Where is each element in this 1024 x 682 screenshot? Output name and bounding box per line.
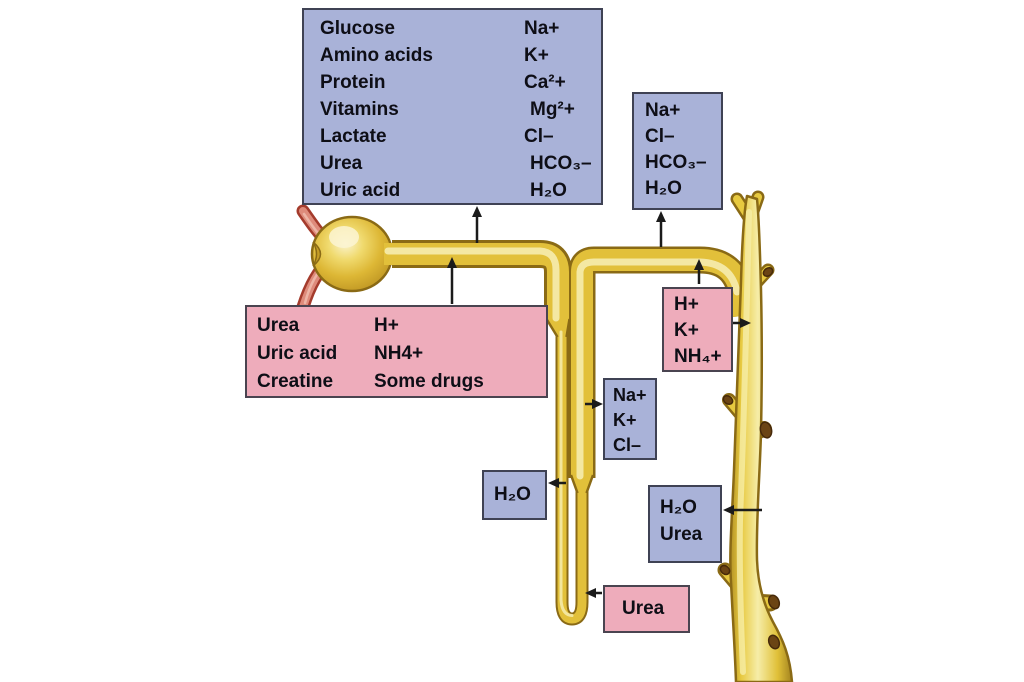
- substance-label: Protein: [320, 72, 386, 93]
- substance-row: Uric acid NH4+: [257, 340, 546, 368]
- proximal-reabsorbed-box: Glucose Na+ Amino acids K+ Protein Ca²+ Vit…: [302, 8, 603, 205]
- distal-reabsorbed-box: Na+ Cl– HCO₃– H₂O: [632, 92, 723, 210]
- distal-secreted-box: H+ K+ NH₄+: [662, 287, 733, 372]
- substance-label: NH4+: [374, 343, 424, 364]
- substance-label: H+: [374, 315, 399, 336]
- substance-label: NH₄+: [674, 346, 722, 367]
- substance-label: Na+: [613, 385, 647, 405]
- substance-row: Amino acids K+: [320, 42, 601, 69]
- substance-row: Creatine Some drugs: [257, 368, 546, 396]
- substance-label: Some drugs: [374, 371, 484, 392]
- substance-label: H₂O: [530, 180, 567, 201]
- substance-label: Uric acid: [320, 180, 401, 201]
- substance-label: Cl–: [645, 126, 675, 147]
- substance-label: Lactate: [320, 126, 387, 147]
- substance-label: H₂O: [494, 484, 531, 505]
- transport-arrows: [447, 206, 762, 598]
- substance-row: Protein Ca²+: [320, 69, 601, 96]
- ascending-limb-reabsorbed-box: Na+ K+ Cl–: [603, 378, 657, 460]
- substance-label: Urea: [257, 315, 300, 336]
- substance-label: Uric acid: [257, 343, 338, 364]
- substance-label: Amino acids: [320, 45, 433, 66]
- substance-label: Ca²+: [524, 72, 566, 93]
- substance-label: HCO₃–: [645, 152, 707, 173]
- substance-row: Urea H+: [257, 312, 546, 340]
- descending-limb-water-box: H₂O: [482, 470, 547, 520]
- substance-label: K+: [524, 45, 549, 66]
- substance-label: Cl–: [524, 126, 554, 147]
- substance-label: HCO₃–: [530, 153, 592, 174]
- collecting-duct: [717, 190, 794, 682]
- substance-row: Glucose Na+: [320, 15, 601, 42]
- loop-urea-secreted-box: Urea: [603, 585, 690, 633]
- substance-label: H₂O: [645, 178, 682, 199]
- substance-row: Urea HCO₃–: [320, 150, 601, 177]
- tubule-fills: [384, 243, 754, 624]
- substance-row: Lactate Cl–: [320, 123, 601, 150]
- substance-label: Na+: [645, 100, 681, 121]
- substance-label: Urea: [320, 153, 363, 174]
- substance-label: Urea: [660, 524, 703, 545]
- substance-row: Vitamins Mg²+: [320, 96, 601, 123]
- substance-label: Creatine: [257, 371, 334, 392]
- substance-label: Na+: [524, 18, 560, 39]
- substance-label: H₂O: [660, 497, 697, 518]
- substance-row: Uric acid H₂O: [320, 177, 601, 204]
- substance-label: K+: [613, 410, 637, 430]
- substance-label: H+: [674, 294, 699, 315]
- substance-label: Vitamins: [320, 99, 399, 120]
- collecting-duct-reabsorbed-box: H₂O Urea: [648, 485, 722, 563]
- substance-label: Cl–: [613, 435, 642, 455]
- substance-label: Glucose: [320, 18, 395, 39]
- glomerulus: [310, 215, 394, 293]
- substance-label: K+: [674, 320, 699, 341]
- substance-label: Mg²+: [530, 99, 575, 120]
- proximal-secreted-box: Urea H+ Uric acid NH4+ Creatine Some drugs: [245, 305, 548, 398]
- substance-label: Urea: [622, 598, 665, 619]
